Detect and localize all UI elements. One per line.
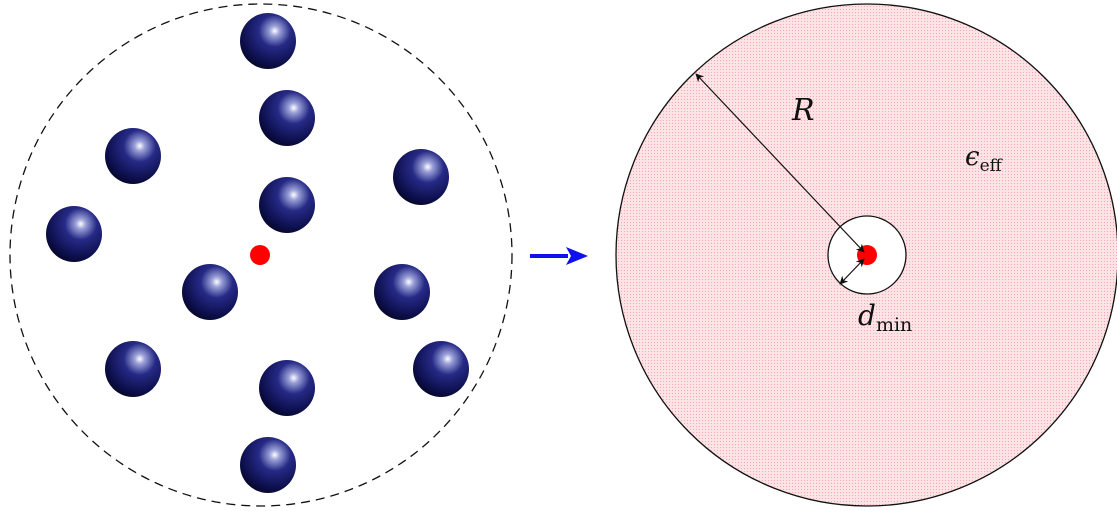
sphere (259, 360, 315, 416)
radius-label: R (791, 93, 815, 128)
sphere (259, 90, 315, 146)
sphere (105, 341, 161, 397)
sphere (182, 264, 238, 320)
center-particle (250, 245, 270, 265)
sphere (374, 264, 430, 320)
sphere (413, 341, 469, 397)
sphere (105, 128, 161, 184)
sphere (240, 13, 296, 69)
sphere (393, 149, 449, 205)
transition-arrow (530, 247, 588, 265)
sphere (240, 437, 296, 493)
sphere (46, 206, 102, 262)
sphere (259, 177, 315, 233)
discrete-configuration-panel (10, 4, 512, 506)
effective-medium-panel: R ϵeff dmin (616, 4, 1117, 506)
